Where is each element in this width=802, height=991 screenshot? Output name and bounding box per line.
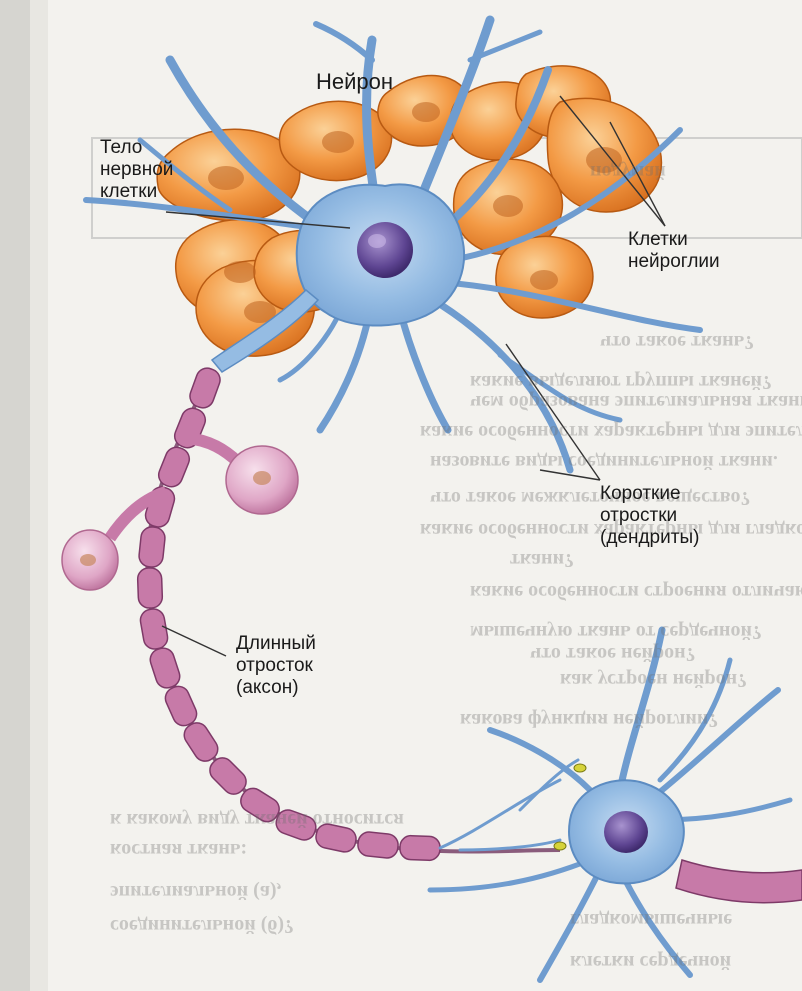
synapse-bouton: [574, 764, 586, 772]
background-text-line: эпителиальной (а),: [110, 880, 281, 903]
myelin-segment: [137, 568, 162, 609]
background-text-line: соединительной (б)?: [110, 914, 294, 937]
second-neuron-nucleus: [604, 811, 648, 853]
nucleus-highlight: [368, 234, 386, 248]
page-edge-highlight: [30, 0, 48, 991]
background-text-line: что такое нейрон?: [530, 642, 696, 665]
glia-nucleus: [322, 131, 354, 153]
background-text-line: к какому виду тканей относится: [110, 808, 404, 831]
myelin-segment: [139, 607, 170, 651]
title-neuron: Нейрон: [316, 71, 393, 93]
myelin-segment: [138, 526, 166, 568]
collateral-stem: [186, 438, 238, 462]
neuron-nucleus: [357, 222, 413, 278]
dendrite: [320, 310, 370, 430]
label-axon: Длинный отросток (аксон): [236, 633, 316, 699]
background-text-line: костная ткань:: [110, 838, 247, 861]
background-text-line: ткани?: [510, 548, 574, 571]
background-text-line: что такое ткань?: [600, 330, 754, 353]
myelin-segment: [357, 831, 399, 859]
glia-nucleus: [208, 166, 244, 190]
myelin-segment: [187, 365, 223, 411]
background-text-line: клетки сердечной: [570, 950, 731, 973]
dendrite: [400, 310, 448, 430]
synapse-bouton: [554, 842, 566, 850]
myelin-segment: [162, 683, 200, 729]
myelin-segment: [400, 835, 441, 860]
background-text-line: что такое межклеточное вещество?: [430, 486, 750, 509]
dendrite: [430, 860, 590, 890]
background-text-line: назовите виды соединительной ткани.: [430, 450, 778, 473]
background-text-line: подумай: [590, 160, 666, 183]
label-glia: Клетки нейроглии: [628, 229, 720, 273]
myelin-sheath: [137, 365, 440, 861]
dendrite: [316, 24, 372, 60]
glia-nucleus: [224, 261, 256, 283]
background-text-line: какие особенности строения отличают попе…: [470, 580, 802, 603]
glia-nucleus: [493, 195, 523, 217]
myelin-segment: [147, 645, 182, 690]
background-text-line: как устроен нейрон?: [560, 668, 747, 691]
collateral-bulb-nucleus: [80, 554, 96, 566]
axon-terminals: [440, 760, 578, 850]
glia-nucleus: [530, 270, 558, 290]
background-text-line: чем образована эпителиальная ткань?: [470, 390, 802, 413]
label-dendrites: Короткие отростки (дендриты): [600, 483, 699, 549]
label-cell-body: Тело нервной клетки: [100, 137, 173, 203]
background-text-line: какова функция нейроглии?: [460, 708, 718, 731]
second-neuron-axon: [676, 860, 802, 903]
collateral-bulb-nucleus: [253, 471, 271, 485]
background-text-line: гладкомышечные: [570, 908, 732, 931]
background-text-line: мышечную ткань от сердечной?: [470, 620, 762, 643]
background-text-line: какие особенности характерны для эпители…: [420, 420, 802, 443]
glia-nucleus: [412, 102, 440, 122]
